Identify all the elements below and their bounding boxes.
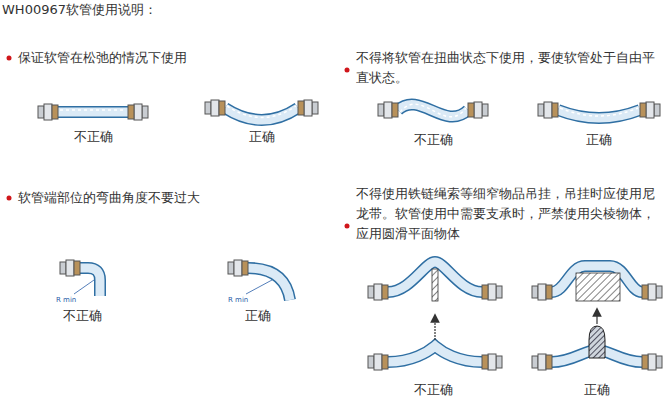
caption-label: 正确 [584,380,610,400]
instruction-text: 保证软管在松弛的情况下使用 [18,48,318,68]
caption-label: 正确 [586,130,612,150]
radius-label: R min [228,296,248,305]
instruction-text: 软管端部位的弯曲角度不要过大 [18,188,318,208]
caption-label: 不正确 [414,130,453,150]
title: WH00967软管使用说明： [2,0,157,20]
caption-label: 不正确 [63,306,102,326]
radius-label: R min [56,296,76,305]
instruction-text: 不得将软管在扭曲状态下使用，要使软管处于自由平直状态。 [356,48,656,88]
caption-label: 不正确 [414,380,453,400]
caption-label: 正确 [245,306,271,326]
caption-label: 正确 [249,127,275,147]
instruction-text: 不得使用铁链绳索等细窄物品吊挂，吊挂时应使用尼龙带。软管使用中需要支承时，严禁使… [356,184,660,244]
caption-label: 不正确 [74,127,113,147]
bullet [7,56,350,229]
